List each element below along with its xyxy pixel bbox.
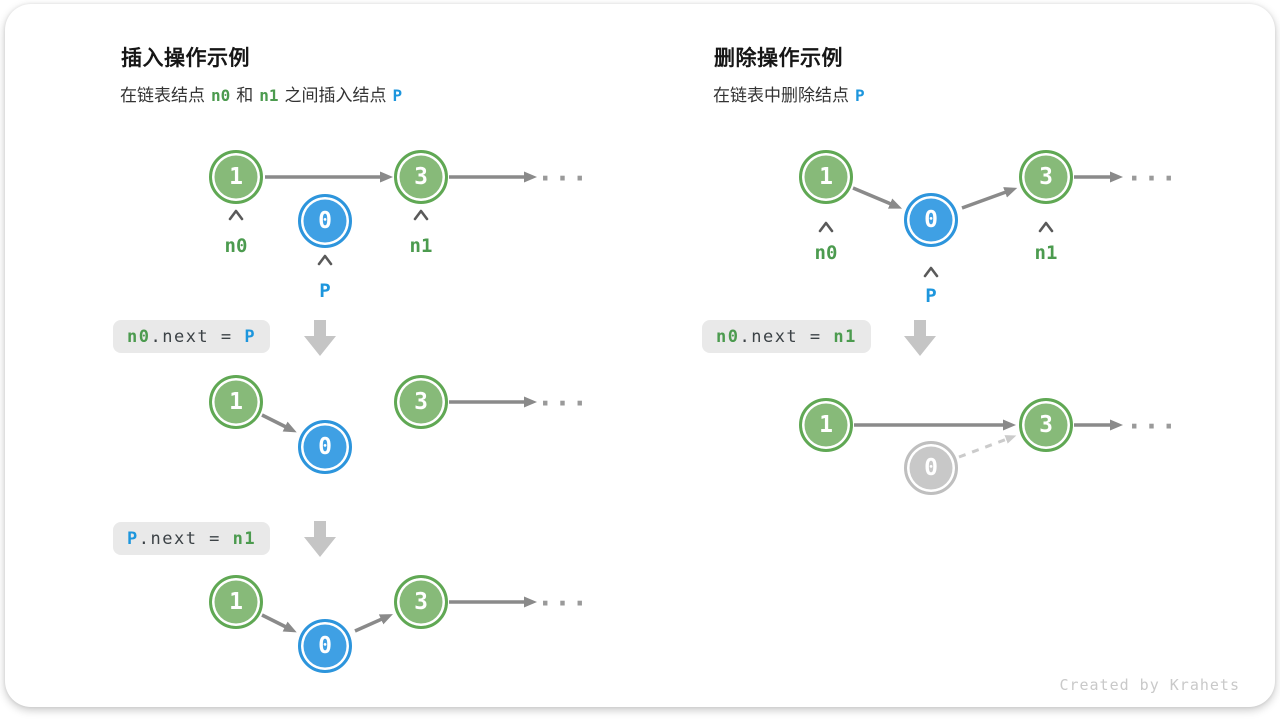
insert-step3-node-3: 3 [394,575,448,629]
node-value: 3 [414,589,428,615]
node-value: 0 [318,208,332,234]
down-block-arrow-icon [904,320,936,356]
ellipsis: ... [1126,404,1178,436]
n1-token: n1 [259,86,279,105]
delete-step1-node-3: 3 [1019,150,1073,204]
delete-step2-node-1: 1 [799,398,853,452]
code-token-n1: n1 [833,326,857,347]
insert-step1-node-3: 3 [394,150,448,204]
code-token-p: P [244,326,257,347]
delete-step1-node-0: 0 [904,193,958,247]
ellipsis: ... [537,156,589,188]
label-n0: n0 [814,242,838,264]
code-token-n1: n1 [232,528,257,549]
insert-step1-node-0: 0 [298,194,352,248]
p-token: P [855,86,865,105]
delete-step1-node-1: 1 [799,150,853,204]
n0-token: n0 [211,86,231,105]
ellipsis: ... [537,381,589,413]
label-p: P [925,285,937,307]
code-text: .next = [739,326,834,347]
insert-section-title: 插入操作示例 [121,47,250,70]
delete-section-title: 删除操作示例 [714,47,843,70]
node-value: 1 [819,164,833,190]
code-token-n0: n0 [127,326,151,347]
insert-step1-node-1: 1 [209,150,263,204]
label-n1: n1 [1034,242,1058,264]
label-p: P [319,280,331,302]
down-block-arrow-icon [304,521,336,557]
ellipsis: ... [537,581,589,613]
delete-step2-node-0-removed: 0 [904,441,958,495]
down-block-arrow-icon [304,320,336,356]
code-n0-next-n1: n0.next = n1 [702,320,871,353]
node-value: 1 [229,389,243,415]
code-p-next-n1: P.next = n1 [113,522,271,555]
diagram-card [5,4,1275,707]
delete-section-subtitle: 在链表中删除结点 P [713,81,871,106]
code-token-n0: n0 [716,326,740,347]
code-text: .next = [138,528,233,549]
subtitle-text: 在链表结点 [120,86,205,105]
node-value: 0 [924,207,938,233]
node-value: 3 [1039,412,1053,438]
insert-step3-node-0: 0 [298,619,352,673]
code-text: .next = [150,326,245,347]
node-value: 3 [414,389,428,415]
label-n0: n0 [224,235,248,257]
node-value: 1 [229,589,243,615]
insert-step3-node-1: 1 [209,575,263,629]
node-value: 3 [1039,164,1053,190]
code-n0-next-p: n0.next = P [113,320,271,353]
credit-text: Created by Krahets [1059,676,1240,694]
node-value: 3 [414,164,428,190]
subtitle-text: 之间插入结点 [284,86,387,105]
code-token-p: P [127,528,139,549]
node-value: 0 [924,455,938,481]
delete-step2-node-3: 3 [1019,398,1073,452]
node-value: 1 [819,412,833,438]
label-n1: n1 [409,235,433,257]
insert-step2-node-1: 1 [209,375,263,429]
p-token: P [392,86,403,105]
ellipsis: ... [1126,156,1178,188]
subtitle-text: 和 [236,86,254,105]
node-value: 0 [318,633,332,659]
node-value: 1 [229,164,243,190]
node-value: 0 [318,434,332,460]
subtitle-text: 在链表中删除结点 [713,86,849,105]
insert-section-subtitle: 在链表结点 n0 和 n1 之间插入结点 P [120,81,408,106]
insert-step2-node-3: 3 [394,375,448,429]
insert-step2-node-0: 0 [298,420,352,474]
